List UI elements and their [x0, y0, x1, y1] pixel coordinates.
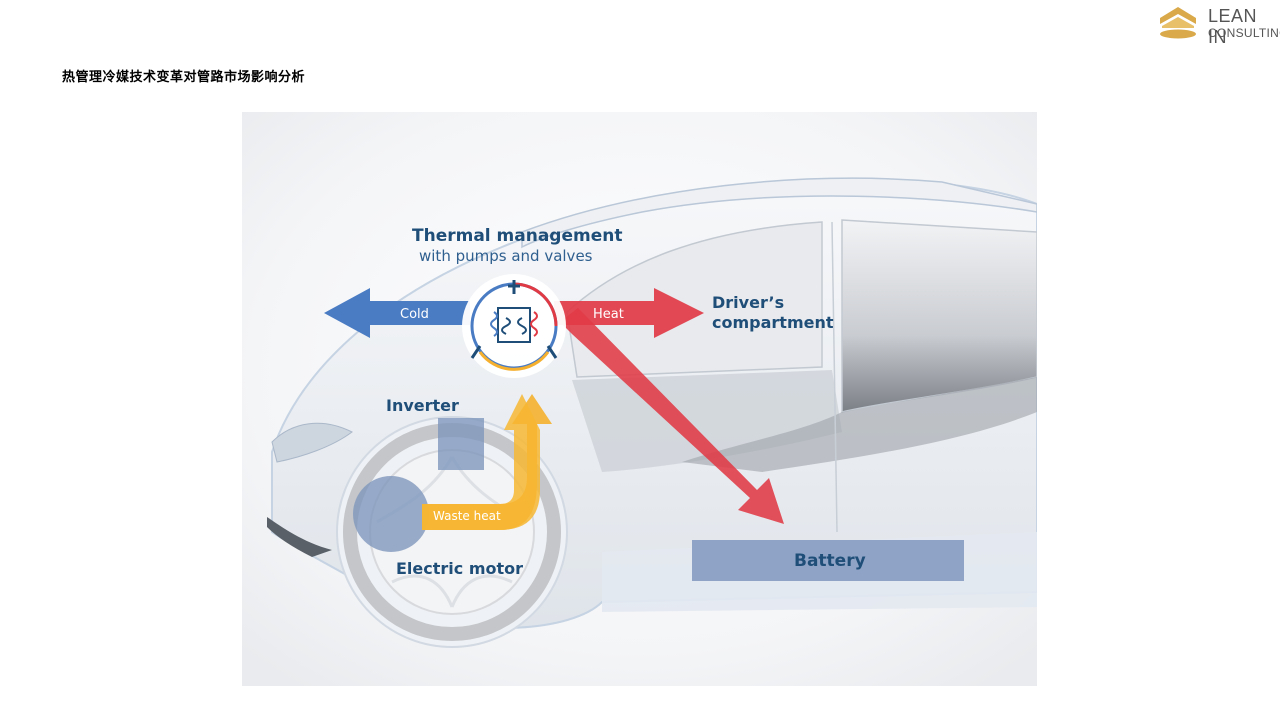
electric-motor-label: Electric motor [396, 559, 523, 578]
thermal-pump-icon [462, 274, 566, 378]
heat-label: Heat [593, 307, 624, 322]
diagram-canvas: Thermal management with pumps and valves… [242, 112, 1037, 686]
drivers-label-line1: Driver’s [712, 293, 784, 312]
battery-label: Battery [794, 551, 866, 571]
electric-motor-circle [353, 476, 429, 552]
house-roof-icon [1160, 7, 1196, 39]
drivers-label-line2: compartment [712, 313, 834, 332]
inverter-box [438, 418, 484, 470]
logo-text-line1: LEAN IN [1208, 6, 1258, 47]
battery-heat-arrow [560, 308, 784, 524]
inverter-label: Inverter [386, 396, 459, 415]
logo-text-line2: CONSULTING [1208, 26, 1280, 40]
waste-heat-label: Waste heat [433, 509, 501, 523]
diagram-title: Thermal management [412, 226, 622, 246]
company-logo: LEAN IN CONSULTING [1158, 4, 1280, 47]
slide-title: 热管理冷媒技术变革对管路市场影响分析 [62, 70, 306, 85]
diagram-subtitle: with pumps and valves [419, 247, 593, 265]
cold-label: Cold [400, 307, 429, 322]
cold-arrow [324, 288, 470, 338]
battery-box [692, 540, 964, 581]
heat-arrow [554, 288, 704, 338]
thermal-management-diagram: Thermal management with pumps and valves… [242, 112, 1037, 686]
